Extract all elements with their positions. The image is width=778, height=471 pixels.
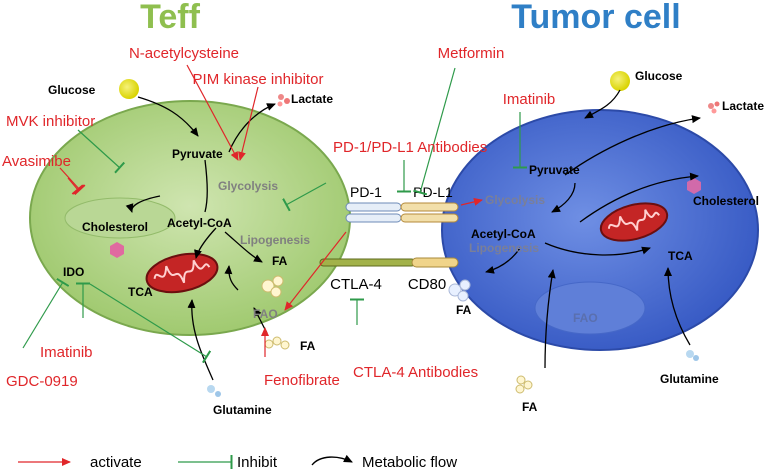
- tumor-nucleus: [534, 281, 646, 335]
- ctla4-antibodies-label: CTLA-4 Antibodies: [353, 364, 478, 381]
- teff-fa-label: FA: [272, 254, 288, 268]
- teff-title: Teff: [140, 0, 200, 36]
- avasimibe-label: Avasimibe: [2, 153, 71, 170]
- tumor-cell-title: Tumor cell: [511, 0, 680, 36]
- avasimibe-inhibit-line: [59, 167, 86, 196]
- tumor-acetyl-coa-label: Acetyl-CoA: [471, 227, 536, 241]
- legend-inhibit-label: Inhibit: [237, 454, 278, 471]
- teff-lactate-label: Lactate: [291, 92, 333, 106]
- tumor-fa-label: FA: [456, 303, 472, 317]
- teff-glutamine-label: Glutamine: [213, 403, 272, 417]
- teff-mitochondrion: [145, 252, 219, 294]
- ctla4-receptor: [319, 258, 416, 267]
- mvk-inhibitor-label: MVK inhibitor: [6, 113, 95, 130]
- pd1-receptor: [345, 202, 402, 223]
- pim-kinase-inhibitor-label: PIM kinase inhibitor: [193, 71, 324, 88]
- tumor-lactate-label: Lactate: [722, 99, 764, 113]
- n-acetylcysteine-label: N-acetylcysteine: [129, 45, 239, 62]
- gdc-0919-label: GDC-0919: [6, 373, 78, 390]
- teff-acetyl-coa-label: Acetyl-CoA: [167, 216, 232, 230]
- metabolic-flow-arrows: [125, 89, 701, 381]
- metformin-label: Metformin: [438, 45, 505, 62]
- teff-lactate-molecule: [277, 94, 290, 107]
- activate-arrows: [186, 64, 483, 357]
- teff-nucleus: [64, 197, 176, 239]
- pd1-pdl1-antibodies-label: PD-1/PD-L1 Antibodies: [333, 139, 487, 156]
- tumor-glucose-label: Glucose: [635, 69, 683, 83]
- ctla4-label: CTLA-4: [330, 276, 382, 293]
- tumor-fa-in-droplets: [515, 375, 533, 394]
- tumor-lipogenesis-label: Lipogenesis: [469, 241, 539, 255]
- teff-fa-in-droplets: [264, 336, 290, 350]
- teff-cholesterol-hexagon: [110, 242, 124, 258]
- pd1-label: PD-1: [350, 184, 382, 200]
- pdl1-receptor: [400, 202, 459, 223]
- legend: activate Inhibit Metabolic flow: [18, 454, 457, 471]
- fenofibrate-label: Fenofibrate: [264, 372, 340, 389]
- legend-flow-label: Metabolic flow: [362, 454, 457, 471]
- pdl1-label: PD-L1: [413, 184, 453, 200]
- tumor-fa-in-label: FA: [522, 400, 538, 414]
- imatinib-right-label: Imatinib: [503, 91, 556, 108]
- legend-flow-arrow: [311, 454, 353, 466]
- teff-glycolysis-label: Glycolysis: [218, 179, 278, 193]
- tumor-tca-label: TCA: [668, 249, 693, 263]
- tumor-lactate-molecule: [708, 101, 720, 114]
- tumor-fa-droplets: [448, 279, 471, 302]
- cd80-receptor: [411, 257, 459, 268]
- teff-lipogenesis-label: Lipogenesis: [240, 233, 310, 247]
- teff-fa-in-label: FA: [300, 339, 316, 353]
- tumor-cholesterol-label: Cholesterol: [693, 194, 759, 208]
- teff-pyruvate-label: Pyruvate: [172, 147, 223, 161]
- tumor-fao-label: FAO: [573, 311, 598, 325]
- teff-fa-droplets: [261, 275, 284, 298]
- tumor-pyruvate-label: Pyruvate: [529, 163, 580, 177]
- teff-glutamine-molecule: [207, 385, 221, 397]
- tumor-mitochondrion: [599, 202, 669, 242]
- legend-activate-label: activate: [90, 454, 142, 471]
- tumor-glutamine-molecule: [686, 350, 699, 361]
- teff-ido-label: IDO: [63, 265, 84, 279]
- tumor-glycolysis-label: Glycolysis: [485, 193, 545, 207]
- teff-tca-label: TCA: [128, 285, 153, 299]
- cd80-label: CD80: [408, 276, 446, 293]
- teff-cholesterol-label: Cholesterol: [82, 220, 148, 234]
- imatinib-left-label: Imatinib: [40, 344, 93, 361]
- teff-glucose-molecule: [119, 79, 139, 99]
- tumor-cholesterol-hexagon: [687, 178, 701, 194]
- teff-glucose-label: Glucose: [48, 83, 96, 97]
- tumor-glucose-molecule: [610, 71, 630, 91]
- teff-fao-label: FAO: [253, 307, 278, 321]
- tumor-glutamine-label: Glutamine: [660, 372, 719, 386]
